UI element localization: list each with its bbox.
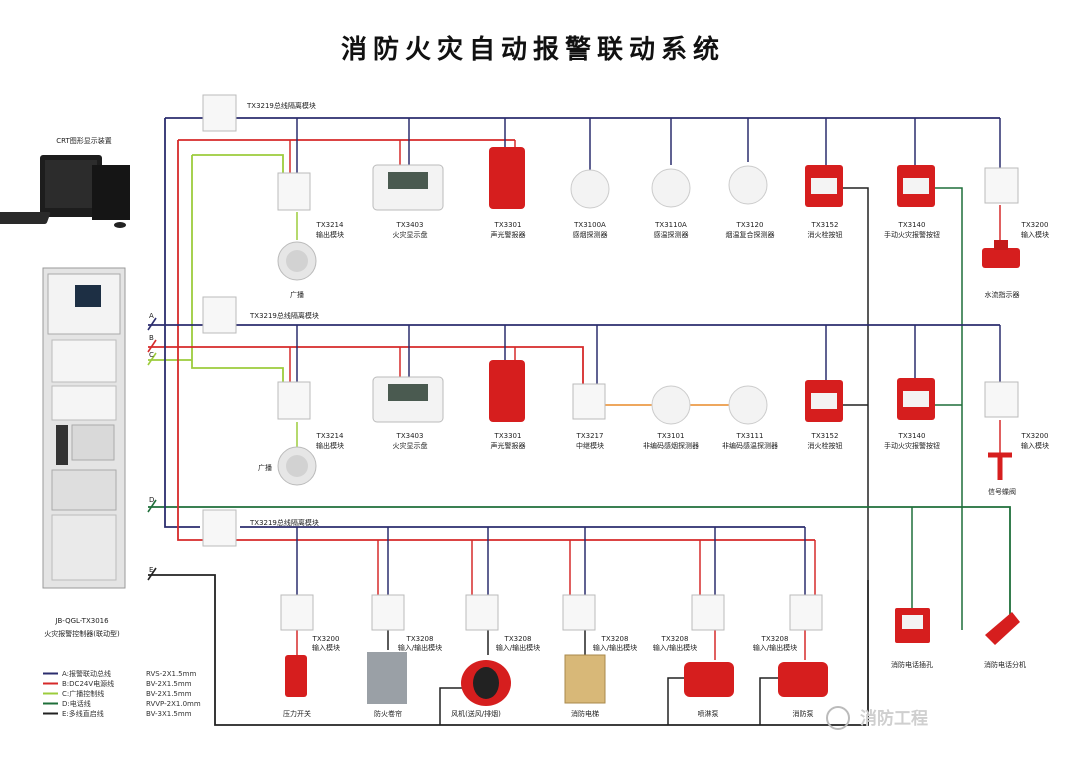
watermark: 消防工程: [826, 706, 928, 730]
row3-model-2: TX3208: [504, 635, 532, 643]
row3-name-1: 输入/输出模块: [398, 643, 442, 652]
row2-model-5: TX3111: [736, 432, 764, 440]
controller-model: JB-QGL-TX3016: [54, 617, 109, 625]
bus-letter-a: A: [149, 312, 154, 320]
row2-model-1: TX3403: [396, 432, 424, 440]
crt-label: CRT图形显示装置: [56, 136, 112, 145]
row1-model-3: TX3100A: [573, 221, 606, 229]
row2-model-0: TX3214: [316, 432, 344, 440]
row3-device-1: 防火卷帘: [374, 709, 402, 718]
row2-name-5: 非编码感温探测器: [722, 441, 778, 450]
row1-name-5: 烟温复合探测器: [726, 230, 775, 239]
row3-name-5: 输入/输出模块: [753, 643, 797, 652]
page-title: 消防火灾自动报警联动系统: [341, 34, 725, 65]
bus-letter-c: C: [149, 351, 154, 359]
row3-device-0: 压力开关: [283, 709, 311, 718]
isolator-label-3: TX3219总线隔离模块: [249, 518, 319, 527]
controller-name: 火灾报警控制器(联动型): [44, 629, 120, 638]
row1-model-7: TX3140: [898, 221, 926, 229]
row1-model-8: TX3200: [1021, 221, 1049, 229]
row3-model-3: TX3208: [601, 635, 629, 643]
row3-model-0: TX3200: [312, 635, 340, 643]
row1-name-0: 输出模块: [316, 230, 344, 239]
row2-name-8: 输入模块: [1021, 441, 1049, 450]
row1-model-1: TX3403: [396, 221, 424, 229]
wiring: [147, 117, 1011, 726]
row1-model-2: TX3301: [494, 221, 522, 229]
row1-name-1: 火灾显示盘: [393, 230, 428, 239]
row3-device-5: 消防泵: [793, 709, 814, 718]
row1-name-6: 消火栓按钮: [808, 230, 843, 239]
bus-letter-b: B: [149, 334, 154, 342]
row3-name-3: 输入/输出模块: [593, 643, 637, 652]
row1-name-8: 输入模块: [1021, 230, 1049, 239]
row2-model-4: TX3101: [657, 432, 685, 440]
row3-model-5: TX3208: [761, 635, 789, 643]
row2-name-1: 火灾显示盘: [393, 441, 428, 450]
isolator-module-icon: [202, 94, 237, 547]
row3-model-1: TX3208: [406, 635, 434, 643]
device-labels: TX3214输出模块TX3403火灾显示盘TX3301声光警报器TX3100A感…: [258, 221, 1049, 718]
row3-devices: [280, 594, 828, 706]
isolator-label-2: TX3219总线隔离模块: [249, 311, 319, 320]
phone-extension-label: 消防电话分机: [984, 660, 1026, 669]
row2-model-6: TX3152: [811, 432, 839, 440]
row2-model-2: TX3301: [494, 432, 522, 440]
row2-name-2: 声光警报器: [491, 441, 526, 450]
bus-letter-d: D: [149, 496, 154, 504]
legend-name-1: B:DC24V电源线: [62, 679, 114, 688]
legend-spec-4: BV-3X1.5mm: [146, 710, 192, 718]
row3-device-4: 喷淋泵: [698, 709, 719, 718]
row1-model-6: TX3152: [811, 221, 839, 229]
row1-devices: [277, 147, 1020, 281]
legend-spec-1: BV-2X1.5mm: [146, 680, 192, 688]
isolator-label-1: TX3219总线隔离模块: [246, 101, 316, 110]
row1-model-4: TX3110A: [654, 221, 687, 229]
row2-name-6: 消火栓按钮: [808, 441, 843, 450]
fire-phone-devices: [895, 608, 1020, 645]
row2-devices: [277, 360, 1019, 486]
row1-speaker-label: 广播: [290, 290, 304, 299]
legend-name-3: D:电话线: [62, 699, 91, 708]
row3-name-0: 输入模块: [312, 643, 340, 652]
row3-device-3: 消防电梯: [571, 709, 599, 718]
row2-model-8: TX3200: [1021, 432, 1049, 440]
controller-cabinet-icon: [42, 267, 126, 589]
watermark-text: 消防工程: [860, 708, 928, 729]
row2-name-7: 手动火灾报警按钮: [884, 441, 940, 450]
row1-name-7: 手动火灾报警按钮: [884, 230, 940, 239]
row1-name-4: 感温探测器: [654, 230, 689, 239]
phone-jack-label: 消防电话插孔: [891, 660, 933, 669]
legend-spec-2: BV-2X1.5mm: [146, 690, 192, 698]
bus-letter-e: E: [149, 566, 153, 574]
row3-model-4: TX3208: [661, 635, 689, 643]
legend-name-2: C:广播控制线: [62, 689, 104, 698]
legend-spec-0: RVS-2X1.5mm: [146, 670, 196, 678]
legend-name-4: E:多线直启线: [62, 709, 104, 718]
row3-name-4: 输入/输出模块: [653, 643, 697, 652]
legend-name-0: A:报警联动总线: [62, 669, 111, 678]
row2-name-0: 输出模块: [316, 441, 344, 450]
crt-display-icon: [0, 155, 130, 228]
row2-name-3: 中继模块: [576, 441, 604, 450]
row1-name-2: 声光警报器: [491, 230, 526, 239]
row1-name-3: 感烟探测器: [573, 230, 608, 239]
legend-spec-3: RVVP-2X1.0mm: [146, 700, 201, 708]
row1-model-5: TX3120: [736, 221, 764, 229]
row3-device-2: 风机(送风/排烟): [451, 709, 501, 718]
row2-name-4: 非编码感烟探测器: [643, 441, 699, 450]
row2-model-7: TX3140: [898, 432, 926, 440]
water-flow-label: 水流指示器: [985, 290, 1020, 299]
row2-speaker-label: 广播: [258, 463, 272, 472]
row1-model-0: TX3214: [316, 221, 344, 229]
row3-name-2: 输入/输出模块: [496, 643, 540, 652]
signal-valve-label: 信号蝶阀: [988, 487, 1016, 496]
row2-model-3: TX3217: [576, 432, 604, 440]
